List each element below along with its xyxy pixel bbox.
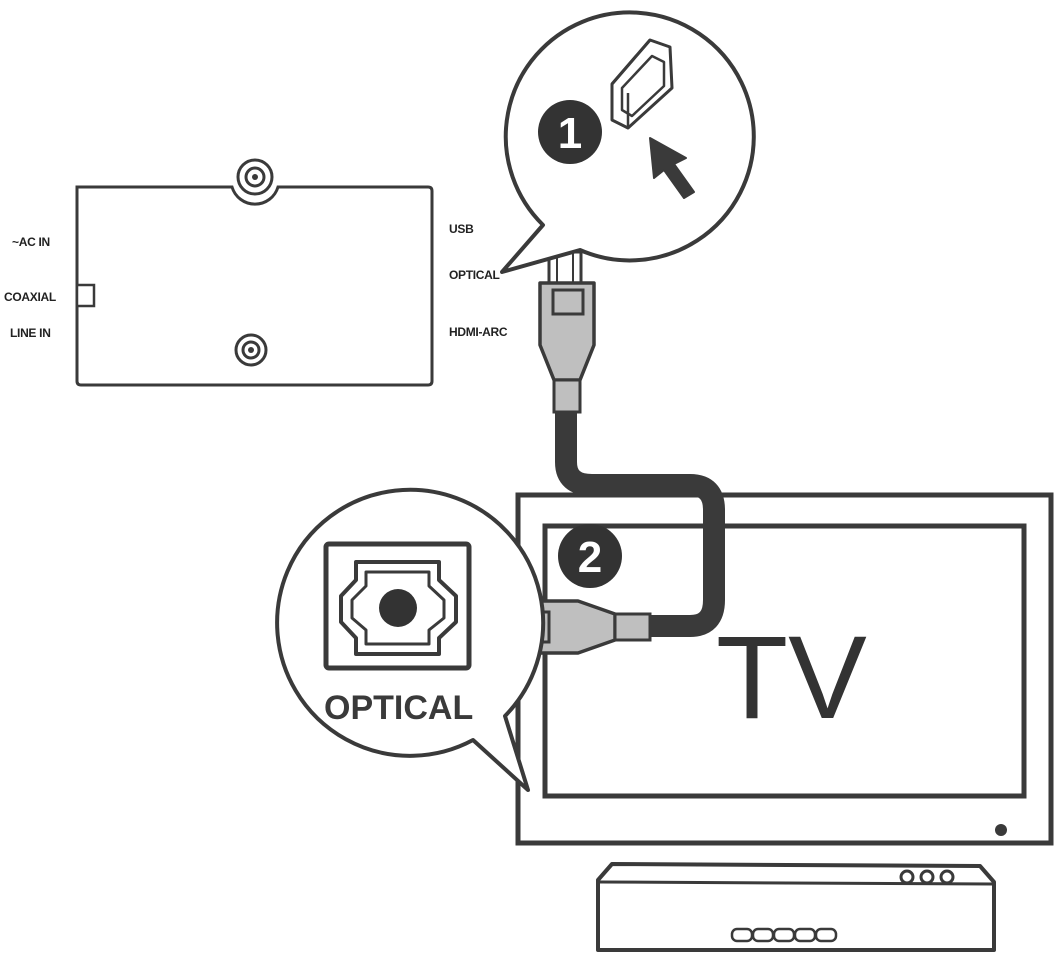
port-label-optical: OPTICAL	[449, 268, 500, 282]
tv-screen	[542, 523, 1027, 799]
set-top-box-button-1	[899, 869, 915, 885]
tv-power-led-icon	[995, 824, 1007, 836]
optical-port-zoom-callout: OPTICAL	[275, 487, 546, 792]
tv-label: TV	[716, 612, 867, 744]
top-mount-screw-icon	[236, 158, 274, 196]
port-label-hdmi-arc: HDMI-ARC	[449, 325, 508, 339]
toslink-port-icon	[323, 541, 472, 671]
tv-set: TV	[515, 492, 1054, 846]
set-top-box-button-2	[919, 869, 935, 885]
optical-port-label: OPTICAL	[324, 689, 473, 727]
set-top-box-front-buttons	[730, 927, 838, 943]
protective-cap-removal-icon	[610, 38, 674, 130]
port-label-usb: USB	[449, 222, 474, 236]
step-1-badge	[538, 100, 602, 164]
set-top-box-button-3	[939, 869, 955, 885]
step-2-number: 2	[578, 533, 602, 582]
port-label-line-in: LINE IN	[10, 326, 51, 340]
side-tab	[75, 283, 96, 308]
step-1-callout: 1	[500, 10, 756, 274]
soundbar-optical-plug-icon	[538, 250, 596, 414]
step-2-badge	[558, 524, 622, 588]
optical-cable	[555, 410, 725, 637]
arrow-pointer-icon	[649, 137, 695, 199]
set-top-box-icon	[596, 862, 996, 952]
bottom-mount-screw-icon	[234, 333, 268, 367]
port-label-ac-in: ~AC IN	[12, 235, 50, 249]
step-1-number: 1	[558, 109, 582, 158]
soundbar-rear-panel: ~AC IN COAXIAL LINE IN USB OPTICAL HDMI-…	[4, 158, 508, 387]
port-label-coaxial: COAXIAL	[4, 290, 56, 304]
